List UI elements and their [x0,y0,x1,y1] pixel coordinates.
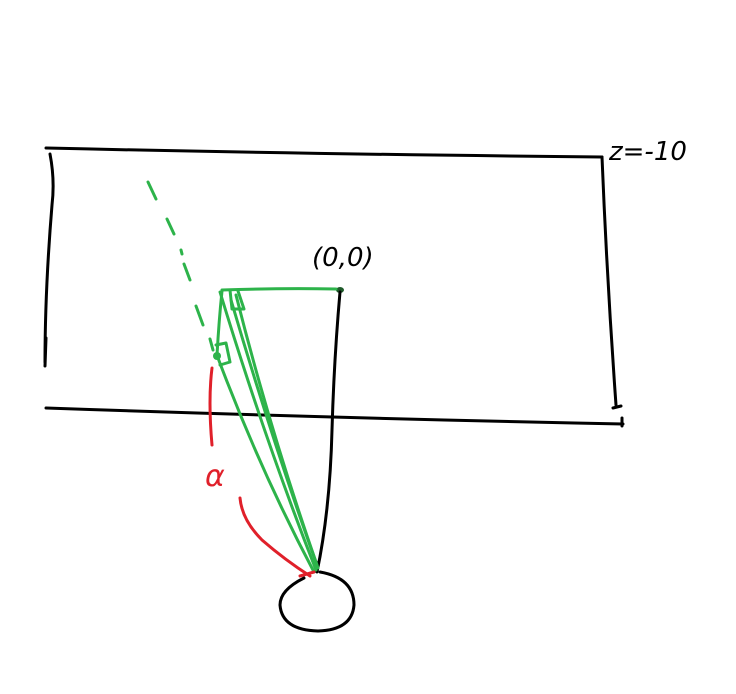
projected-point [213,352,221,360]
origin-label: (0,0) [312,243,374,273]
plane-label: z=-10 [608,137,687,167]
green-construction [214,287,338,574]
vertical-axis-line [315,290,342,574]
angle-label: α [205,459,225,494]
origin-point [336,287,344,293]
viewer-circle [278,570,356,633]
green-dashed-ray [146,180,215,352]
red-angle-arc [208,366,316,578]
